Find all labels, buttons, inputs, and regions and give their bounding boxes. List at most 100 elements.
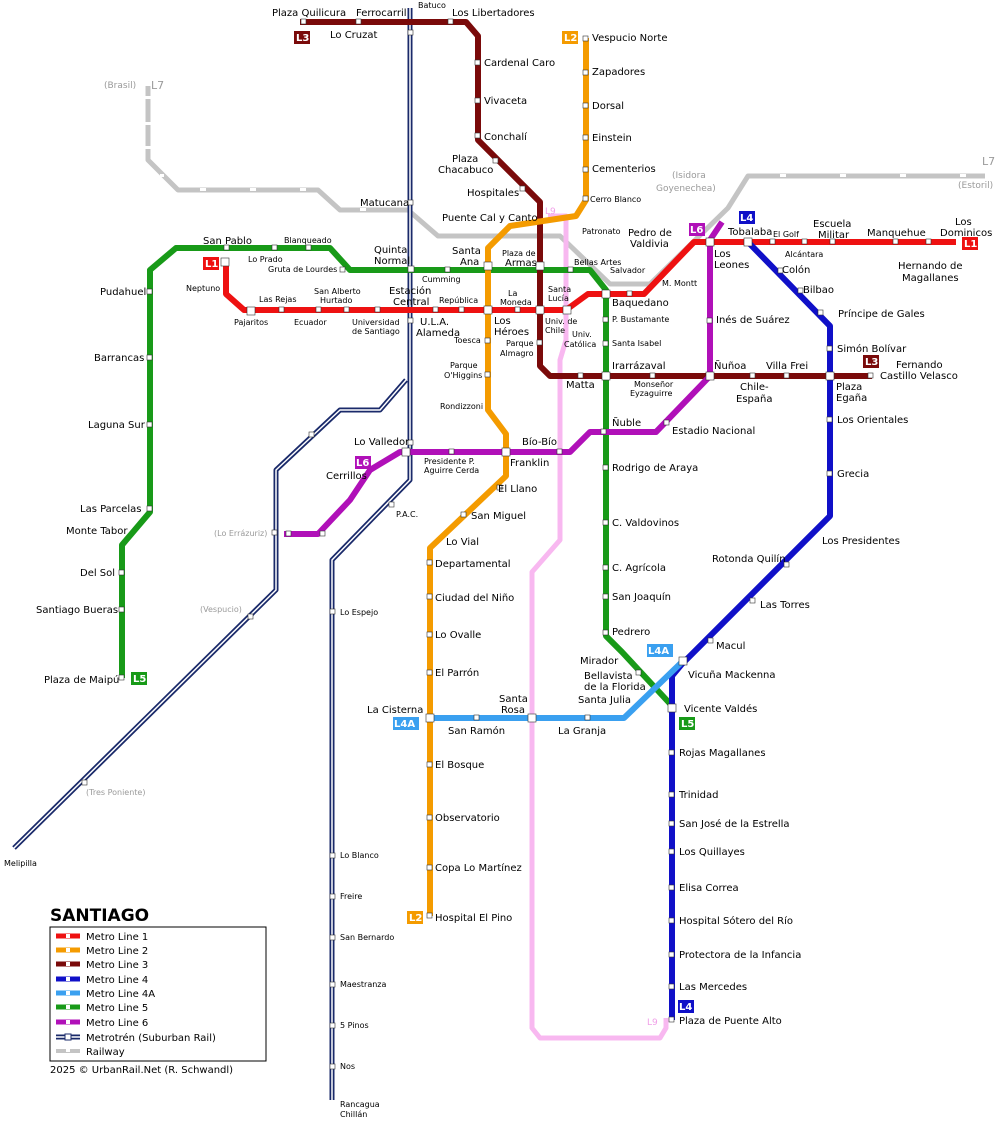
station-label: Patronato <box>582 227 621 236</box>
station-label: Toesca <box>453 336 481 345</box>
station-label: Dominicos <box>940 228 992 239</box>
station-label: Valdivia <box>630 239 669 250</box>
badge-l1-west: L1 <box>203 257 219 270</box>
station-label: Vicuña Mackenna <box>688 670 776 681</box>
legend-item-l6: Metro Line 6 <box>56 1018 148 1029</box>
station-label: Los <box>955 217 972 228</box>
svg-text:Metro Line 2: Metro Line 2 <box>86 946 148 957</box>
station-label: Escuela <box>813 219 851 230</box>
station-label: Laguna Sur <box>88 420 146 431</box>
station-label: Bío-Bío <box>522 436 557 448</box>
station-label: Los <box>714 249 731 260</box>
station-label: Matta <box>566 380 595 391</box>
svg-text:L4: L4 <box>679 1002 692 1013</box>
station-label: Cardenal Caro <box>484 58 555 69</box>
badge-l4a-east: L4A <box>647 644 673 657</box>
station-label: (Isidora <box>672 171 706 181</box>
station-label: Manquehue <box>867 228 926 239</box>
svg-text:L1: L1 <box>964 239 977 250</box>
svg-text:L9: L9 <box>545 207 556 217</box>
station-label: Eyzaguirre <box>630 389 673 398</box>
station-label: Pudahuel <box>100 287 146 298</box>
badge-l7-east: L7 <box>982 155 995 168</box>
station-label: Freire <box>340 892 362 901</box>
svg-text:L1: L1 <box>205 259 218 270</box>
station-label: Las Mercedes <box>679 982 747 993</box>
station-label: Irarrázaval <box>612 360 666 372</box>
line-6 <box>284 220 725 537</box>
station-label: Católica <box>564 339 596 349</box>
station-label: O'Higgins <box>444 371 482 380</box>
station-label: Bellavista <box>584 671 633 682</box>
station-label: Ciudad del Niño <box>435 593 514 604</box>
line-4a <box>430 657 687 721</box>
station-label: Los <box>494 316 511 327</box>
station-label: Los Presidentes <box>822 536 900 547</box>
svg-text:Metro Line 1: Metro Line 1 <box>86 932 148 943</box>
station-label: Rancagua <box>340 1100 380 1109</box>
station-label: San Miguel <box>471 511 526 522</box>
station-label: Aguirre Cerda <box>424 466 479 475</box>
station-label: Parque <box>450 361 478 370</box>
svg-text:Metrotrén (Suburban Rail): Metrotrén (Suburban Rail) <box>86 1032 216 1044</box>
station-label: Chile- <box>740 382 769 393</box>
legend-item-railway: Railway <box>56 1047 125 1058</box>
station-label: Ferrocarril <box>356 8 407 19</box>
station-label: Plaza de <box>502 249 536 258</box>
station-label: (Vespucio) <box>200 605 242 614</box>
station-label: Alcántara <box>785 250 823 259</box>
svg-text:L6: L6 <box>356 458 369 469</box>
badge-l3-north: L3 <box>294 31 310 44</box>
station-label: Puente Cal y Canto <box>442 213 538 224</box>
station-label: San Joaquín <box>612 591 671 603</box>
map-title: SANTIAGO <box>50 906 149 926</box>
station-label: Hospital Sótero del Río <box>679 915 793 927</box>
legend: Metro Line 1 Metro Line 2 Metro Line 3 M… <box>49 926 267 1062</box>
station-label: Plaza de Puente Alto <box>679 1016 782 1027</box>
station-label: Chillán <box>340 1110 367 1119</box>
station-label: Normal <box>374 256 410 267</box>
station-label: Quinta <box>374 245 407 256</box>
station-label: Pedrero <box>612 627 650 638</box>
svg-text:L4: L4 <box>740 213 753 224</box>
station-label: Plaza Quilicura <box>272 8 346 19</box>
badge-l5-south: L5 <box>131 672 147 685</box>
station-label: Alameda <box>416 328 460 339</box>
station-label: San Ramón <box>448 725 505 737</box>
station-label: Rondizzoni <box>440 402 483 411</box>
badge-l6-north: L6 <box>689 223 705 236</box>
station-label: Cumming <box>422 275 461 284</box>
station-label: Lucía <box>548 294 569 303</box>
station-label: Trinidad <box>678 790 718 801</box>
station-label: Bellas Artes <box>574 258 621 267</box>
station-label: Armas <box>505 258 537 269</box>
svg-text:L2: L2 <box>409 913 422 924</box>
station-label: Santa <box>548 285 571 294</box>
station-label: Santa <box>499 694 528 705</box>
station-label: U.L.A. <box>420 317 449 328</box>
station-label: Rojas Magallanes <box>679 748 766 759</box>
station-label: (Lo Errázuriz) <box>214 529 267 538</box>
station-label: Príncipe de Gales <box>838 308 925 320</box>
station-label: Las Torres <box>760 600 810 611</box>
station-label: Monseñor <box>634 380 674 389</box>
station-label: Goyenechea) <box>656 184 716 194</box>
station-label: Fernando <box>896 360 943 371</box>
station-label: La <box>508 289 517 298</box>
line-3 <box>300 19 872 379</box>
station-label: Militar <box>818 230 850 241</box>
station-label: Los Quillayes <box>679 847 745 858</box>
svg-text:Metro Line 5: Metro Line 5 <box>86 1003 148 1014</box>
station-label: Leones <box>714 260 749 271</box>
station-label: Nos <box>340 1062 355 1071</box>
station-label: Central <box>393 297 429 308</box>
station-label: Colón <box>782 264 810 276</box>
station-label: Lo Cruzat <box>330 30 378 41</box>
station-label: El Bosque <box>435 760 484 771</box>
station-label: P.A.C. <box>396 510 418 519</box>
station-label: Departamental <box>435 559 511 570</box>
station-label: El Golf <box>773 230 799 239</box>
legend-item-l5: Metro Line 5 <box>56 1003 148 1014</box>
legend-item-l4: Metro Line 4 <box>56 975 148 986</box>
